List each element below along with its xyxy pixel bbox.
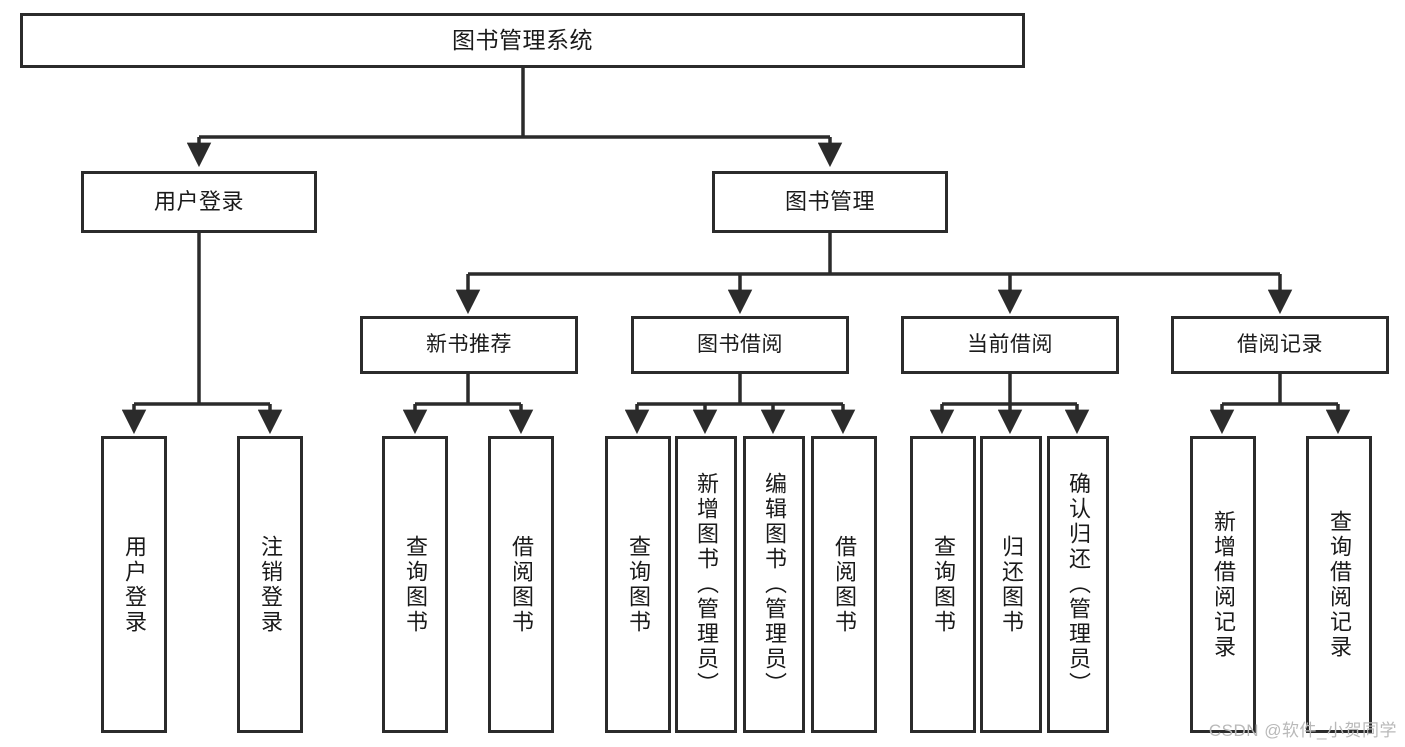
node-root[interactable]: 图书管理系统 <box>20 13 1025 68</box>
node-leaf-query-book-2-label: 查询图书 <box>626 534 651 635</box>
node-leaf-user-logout-label: 注销登录 <box>258 534 283 635</box>
node-book-manage[interactable]: 图书管理 <box>712 171 948 233</box>
watermark-text: CSDN @软件_小贺同学 <box>1208 721 1397 740</box>
node-book-manage-label: 图书管理 <box>784 189 875 215</box>
node-leaf-query-book-2[interactable]: 查询图书 <box>605 436 671 733</box>
node-leaf-add-record[interactable]: 新增借阅记录 <box>1190 436 1256 733</box>
node-new-book-recommend[interactable]: 新书推荐 <box>360 316 578 374</box>
node-book-borrow[interactable]: 图书借阅 <box>631 316 849 374</box>
node-leaf-return-book[interactable]: 归还图书 <box>980 436 1042 733</box>
node-user-login-label: 用户登录 <box>153 189 244 215</box>
node-leaf-query-book-3-label: 查询图书 <box>931 534 956 635</box>
node-leaf-return-book-label: 归还图书 <box>999 534 1024 635</box>
node-leaf-borrow-book-1-label: 借阅图书 <box>509 534 534 635</box>
node-borrow-record[interactable]: 借阅记录 <box>1171 316 1389 374</box>
node-leaf-user-login[interactable]: 用户登录 <box>101 436 167 733</box>
node-root-label: 图书管理系统 <box>452 27 593 54</box>
node-leaf-user-logout[interactable]: 注销登录 <box>237 436 303 733</box>
node-borrow-record-label: 借阅记录 <box>1237 332 1323 356</box>
node-leaf-add-book[interactable]: 新增图书（管理员） <box>675 436 737 733</box>
node-user-login[interactable]: 用户登录 <box>81 171 317 233</box>
node-leaf-borrow-book-1[interactable]: 借阅图书 <box>488 436 554 733</box>
node-leaf-borrow-book-2-label: 借阅图书 <box>832 534 857 635</box>
node-book-borrow-label: 图书借阅 <box>697 332 783 356</box>
node-leaf-add-book-label: 新增图书（管理员） <box>694 472 719 697</box>
node-current-borrow-label: 当前借阅 <box>967 332 1053 356</box>
node-leaf-confirm-return-label: 确认归还（管理员） <box>1066 472 1091 697</box>
node-leaf-borrow-book-2[interactable]: 借阅图书 <box>811 436 877 733</box>
node-current-borrow[interactable]: 当前借阅 <box>901 316 1119 374</box>
node-leaf-query-book-3[interactable]: 查询图书 <box>910 436 976 733</box>
node-leaf-confirm-return[interactable]: 确认归还（管理员） <box>1047 436 1109 733</box>
node-leaf-query-record-label: 查询借阅记录 <box>1327 509 1352 660</box>
node-leaf-edit-book-label: 编辑图书（管理员） <box>762 472 787 697</box>
node-leaf-query-record[interactable]: 查询借阅记录 <box>1306 436 1372 733</box>
node-leaf-edit-book[interactable]: 编辑图书（管理员） <box>743 436 805 733</box>
node-leaf-query-book-1-label: 查询图书 <box>403 534 428 635</box>
node-leaf-add-record-label: 新增借阅记录 <box>1211 509 1236 660</box>
node-leaf-query-book-1[interactable]: 查询图书 <box>382 436 448 733</box>
node-new-book-recommend-label: 新书推荐 <box>426 332 512 356</box>
node-leaf-user-login-label: 用户登录 <box>122 534 147 635</box>
